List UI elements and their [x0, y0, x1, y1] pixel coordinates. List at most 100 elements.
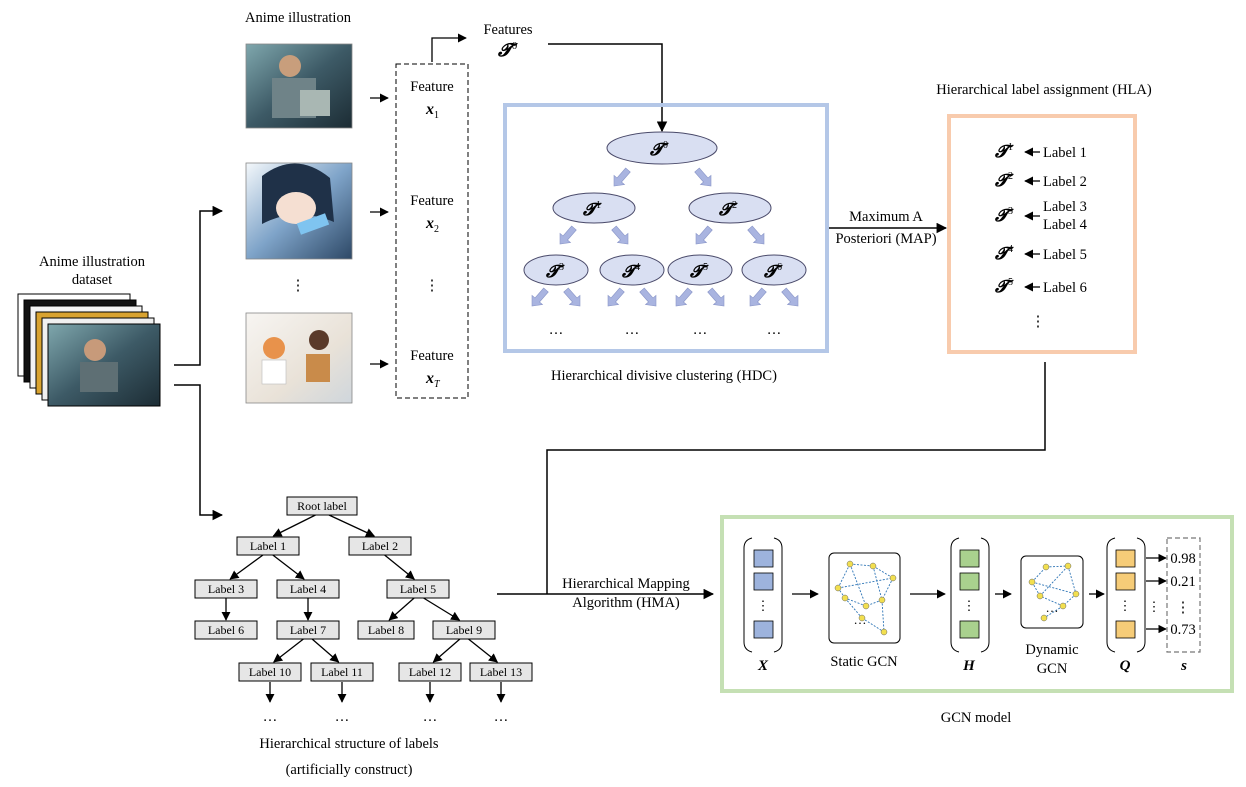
feature-t-symbol: xT — [425, 370, 441, 390]
hdc-node-t6 — [741, 254, 807, 286]
label-tree-node-l3-text: Label 3 — [208, 582, 244, 596]
hla-row-1-symbol: 𝓣1 — [994, 142, 1014, 161]
feature-column-box — [395, 63, 469, 399]
label-tree-node-l8-text: Label 8 — [368, 623, 404, 637]
hdc-split-arrow-5 — [747, 225, 765, 245]
hma-caption-line1: Hierarchical Mapping — [562, 576, 690, 592]
hla-row-5-label: Label 6 — [1043, 280, 1087, 296]
label-tree-node-l5: Label 5 — [386, 579, 450, 599]
dynamic-gcn-caption-line2: GCN — [1037, 661, 1068, 677]
hdc-tree: 𝓣0 𝓣1 𝓣2 𝓣3 𝓣4 𝓣5 𝓣6 — [523, 131, 807, 286]
label-tree-node-l6-text: Label 6 — [208, 623, 244, 637]
q-vector-ellipsis: ⋮ — [1119, 598, 1132, 613]
hla-vertical-ellipsis: ⋮ — [1031, 314, 1046, 330]
hla-row-3-label-b: Label 4 — [1043, 217, 1088, 233]
label-tree-node-l12: Label 12 — [398, 662, 462, 682]
label-tree-node-l4: Label 4 — [276, 579, 340, 599]
label-tree-node-l7: Label 7 — [276, 620, 340, 640]
label-tree-edge-2 — [229, 554, 264, 580]
label-tree-node-l2-text: Label 2 — [362, 539, 398, 553]
hdc-caption: Hierarchical divisive clustering (HDC) — [551, 368, 777, 384]
hla-box — [947, 114, 1137, 354]
hdc-split-arrow-8 — [607, 287, 625, 307]
label-tree-node-l13: Label 13 — [469, 662, 533, 682]
hdc-split-arrow-11 — [707, 287, 725, 307]
hdc-ellipsis-3: … — [693, 322, 708, 338]
label-tree-edge-10 — [311, 638, 340, 663]
label-tree-node-l2: Label 2 — [348, 536, 412, 556]
label-tree-node-l5-text: Label 5 — [400, 582, 436, 596]
feature-2-word: Feature — [410, 193, 453, 209]
score-2: 0.21 — [1170, 574, 1195, 590]
anime-illustration-caption: Anime illustration — [245, 10, 352, 26]
features-caption: Features — [483, 22, 532, 38]
label-tree-node-root-text: Root label — [297, 499, 347, 513]
hla-row-1-label: Label 1 — [1043, 145, 1087, 161]
hdc-node-t0 — [606, 131, 718, 165]
hdc-node-t3 — [523, 254, 589, 286]
hdc-split-arrow-0 — [613, 167, 631, 187]
hdc-split-arrows — [531, 167, 799, 307]
h-symbol: H — [962, 658, 976, 674]
static-gcn-graph: … — [828, 552, 901, 644]
label-tree-node-l6: Label 6 — [194, 620, 258, 640]
features-vertical-ellipsis: ⋮ — [425, 278, 440, 294]
x-symbol: X — [757, 658, 769, 674]
hla-caption: Hierarchical label assignment (HLA) — [936, 82, 1152, 98]
scores-ellipsis: ⋮ — [1176, 600, 1191, 616]
hdc-split-arrow-12 — [749, 287, 767, 307]
hla-row-2-symbol: 𝓣2 — [994, 171, 1014, 190]
label-tree-node-l8: Label 8 — [357, 620, 415, 640]
hdc-box — [503, 103, 829, 353]
gcn-box — [720, 515, 1234, 693]
feature-1-word: Feature — [410, 79, 453, 95]
map-caption-line2: Posteriori (MAP) — [835, 231, 936, 247]
label-tree-edge-3 — [272, 554, 305, 580]
hdc-split-arrow-1 — [694, 167, 712, 187]
h-vector: ⋮ — [950, 537, 990, 653]
label-tree-leaf-ellipsis-0: … — [263, 709, 278, 725]
label-tree-node-root: Root label — [286, 496, 358, 516]
gcn-model-caption: GCN model — [941, 710, 1011, 726]
label-tree-edge-8 — [423, 597, 461, 621]
hla-row-4-label: Label 5 — [1043, 247, 1087, 263]
dynamic-gcn-graph: … — [1020, 555, 1084, 629]
label-tree-edge-0 — [272, 514, 316, 537]
hla-row-3-label-a: Label 3 — [1043, 199, 1087, 215]
label-tree-node-l10-text: Label 10 — [249, 665, 291, 679]
static-gcn-caption: Static GCN — [830, 654, 898, 670]
label-tree-edge-4 — [384, 554, 415, 580]
score-arrow-ellipsis: ⋮ — [1148, 599, 1161, 614]
hdc-split-arrow-4 — [695, 225, 713, 245]
score-3: 0.73 — [1170, 622, 1195, 638]
dataset-to-labels-arrow — [174, 384, 224, 521]
illustration-image-1 — [245, 43, 353, 129]
label-tree-leaf-ellipsis-2: … — [423, 709, 438, 725]
label-tree-edge-1 — [328, 514, 376, 537]
label-tree-node-l9-text: Label 9 — [446, 623, 482, 637]
h-vector-ellipsis: ⋮ — [963, 598, 976, 613]
label-tree-node-l3: Label 3 — [194, 579, 258, 599]
hdc-node-t2 — [688, 192, 772, 224]
hdc-split-arrow-3 — [611, 225, 629, 245]
label-tree-leaf-ellipsis-1: … — [335, 709, 350, 725]
hdc-split-arrow-9 — [639, 287, 657, 307]
hdc-ellipsis-1: … — [549, 322, 564, 338]
x-vector-ellipsis: ⋮ — [757, 598, 770, 613]
dynamic-gcn-ellipsis: … — [1046, 600, 1059, 615]
dynamic-gcn-caption-line1: Dynamic — [1025, 642, 1078, 658]
label-tree-node-l11: Label 11 — [310, 662, 374, 682]
hdc-split-arrow-13 — [781, 287, 799, 307]
label-tree-caption-line1: Hierarchical structure of labels — [259, 736, 439, 752]
label-tree-leaf-ellipsis-3: … — [494, 709, 509, 725]
feature-t-word: Feature — [410, 348, 453, 364]
dataset-image-stack — [17, 293, 161, 407]
feature-1-symbol: x1 — [425, 101, 439, 121]
scores-box — [1166, 537, 1201, 653]
feature-2-symbol: x2 — [425, 215, 439, 235]
hdc-node-t5 — [667, 254, 733, 286]
hla-row-5-symbol: 𝓣5 — [994, 277, 1014, 296]
hdc-bottom-ellipses: … … … … — [549, 322, 782, 338]
